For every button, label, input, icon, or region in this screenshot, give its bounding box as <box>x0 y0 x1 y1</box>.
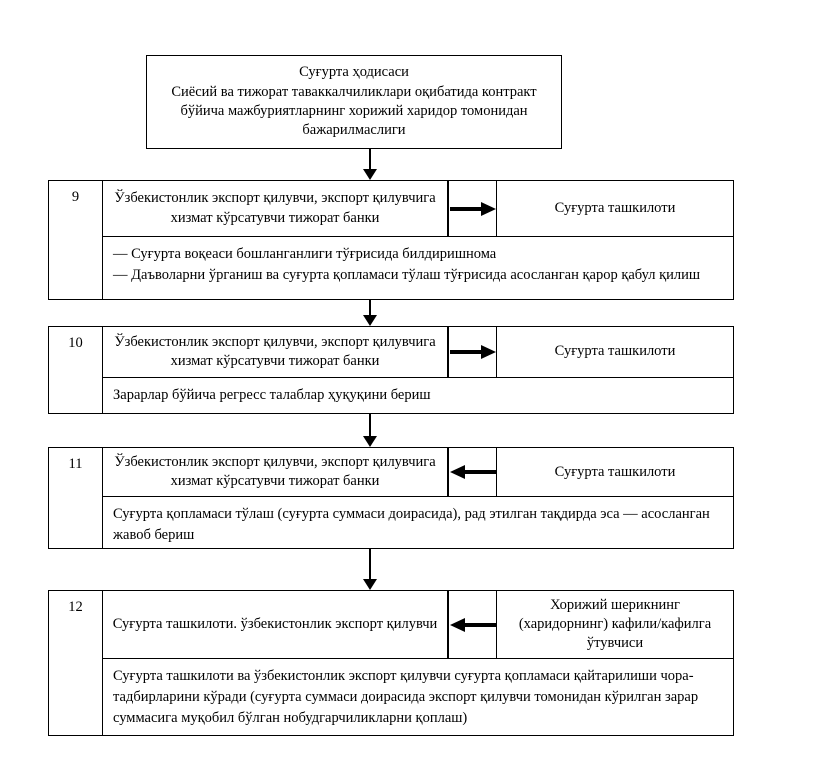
step-actor-right: Суғурта ташкилоти <box>554 343 676 360</box>
arrow-right-icon <box>450 201 496 216</box>
step-number-10: 10 <box>49 327 103 413</box>
step-body: Суғурта ташкилоти. ўзбекистонлик экспорт… <box>103 591 733 735</box>
step-description: Суғурта ташкилоти ва ўзбекистонлик экспо… <box>103 659 733 735</box>
step-actor-row: Ўзбекистонлик экспорт қилувчи, экспорт қ… <box>103 448 733 498</box>
step-arrow-cell <box>448 327 497 377</box>
insurance-event-box: Суғурта ҳодисаси Сиёсий ва тижорат тавак… <box>146 55 562 149</box>
step-number-12: 12 <box>49 591 103 735</box>
arrow-head-down-icon <box>363 436 377 447</box>
arrow-shaft <box>464 622 496 627</box>
step-body: Ўзбекистонлик экспорт қилувчи, экспорт қ… <box>103 327 733 413</box>
step-description-line: Суғурта қопламаси тўлаш (суғурта суммаси… <box>113 506 710 544</box>
step-description-line: Зарарлар бўйича регресс талаблар ҳуқуқин… <box>113 386 431 403</box>
arrow-shaft <box>450 349 482 354</box>
connector-arrow-event-to-step9 <box>361 149 379 180</box>
step-number-11: 11 <box>49 448 103 548</box>
arrow-shaft <box>369 300 371 316</box>
arrow-shaft <box>369 149 371 170</box>
arrow-head-down-icon <box>363 579 377 590</box>
arrow-shaft <box>369 549 371 580</box>
arrow-shaft <box>464 470 496 475</box>
step-block-11: 11 Ўзбекистонлик экспорт қилувчи, экспор… <box>48 447 734 549</box>
step-number-9: 9 <box>49 181 103 299</box>
step-block-9: 9 Ўзбекистонлик экспорт қилувчи, экспорт… <box>48 180 734 300</box>
step-description: Суғурта қопламаси тўлаш (суғурта суммаси… <box>103 497 733 548</box>
arrow-left-icon <box>450 465 496 480</box>
step-actor-right: Хорижий шерикнинг (харидорнинг) кафили/к… <box>518 597 712 652</box>
step-block-10: 10 Ўзбекистонлик экспорт қилувчи, экспор… <box>48 326 734 414</box>
step-actor-right: Суғурта ташкилоти <box>554 463 676 480</box>
step-actor-row: Суғурта ташкилоти. ўзбекистонлик экспорт… <box>103 591 733 660</box>
step-description-line: Суғурта ташкилоти ва ўзбекистонлик экспо… <box>113 668 699 727</box>
step-actor-left: Суғурта ташкилоти. ўзбекистонлик экспорт… <box>103 591 448 659</box>
step-actor-right: Суғурта ташкилоти <box>554 199 676 216</box>
step-body: Ўзбекистонлик экспорт қилувчи, экспорт қ… <box>103 448 733 548</box>
arrow-head <box>481 344 496 359</box>
arrow-right-icon <box>450 344 496 359</box>
step-description-line: — Даъволарни ўрганиш ва суғурта қопламас… <box>113 267 701 284</box>
connector-arrow-step10-to-step11 <box>361 414 379 447</box>
step-actor-left: Ўзбекистонлик экспорт қилувчи, экспорт қ… <box>103 327 448 377</box>
step-actor-left: Ўзбекистонлик экспорт қилувчи, экспорт қ… <box>103 181 448 236</box>
step-arrow-cell <box>448 181 497 236</box>
arrow-shaft <box>450 206 482 211</box>
connector-arrow-step9-to-step10 <box>361 300 379 326</box>
arrow-head <box>450 617 465 632</box>
step-actor-left: Ўзбекистонлик экспорт қилувчи, экспорт қ… <box>103 448 448 497</box>
step-actor-row: Ўзбекистонлик экспорт қилувчи, экспорт қ… <box>103 181 733 237</box>
arrow-head-down-icon <box>363 315 377 326</box>
connector-arrow-step11-to-step12 <box>361 549 379 590</box>
arrow-head <box>450 465 465 480</box>
arrow-head <box>481 201 496 216</box>
step-block-12: 12 Суғурта ташкилоти. ўзбекистонлик эксп… <box>48 590 734 736</box>
step-description: Зарарлар бўйича регресс талаблар ҳуқуқин… <box>103 378 733 413</box>
event-box-title: Суғурта ҳодисаси <box>299 64 409 81</box>
step-description: — Суғурта воқеаси бошланганлиги тўғрисид… <box>103 237 733 295</box>
step-description-line: — Суғурта воқеаси бошланганлиги тўғрисид… <box>113 246 497 262</box>
arrow-head-down-icon <box>363 169 377 180</box>
step-arrow-cell <box>448 448 497 497</box>
step-arrow-cell <box>448 591 497 659</box>
step-body: Ўзбекистонлик экспорт қилувчи, экспорт қ… <box>103 181 733 299</box>
step-actor-row: Ўзбекистонлик экспорт қилувчи, экспорт қ… <box>103 327 733 378</box>
arrow-left-icon <box>450 617 496 632</box>
arrow-shaft <box>369 414 371 437</box>
event-box-description: Сиёсий ва тижорат таваккалчиликлари оқиб… <box>171 83 537 139</box>
